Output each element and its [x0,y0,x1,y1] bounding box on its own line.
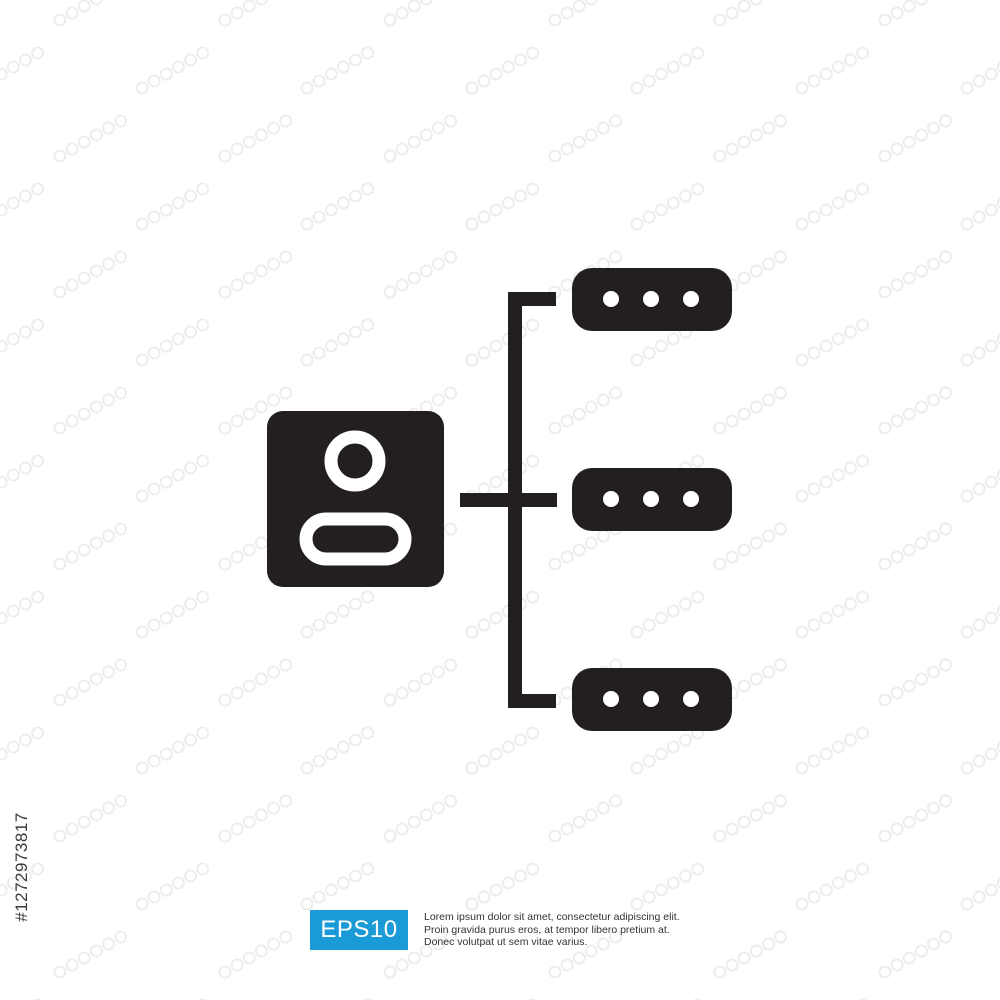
bracket-bottom-arm [508,694,556,708]
footer: EPS10 Lorem ipsum dolor sit amet, consec… [310,910,680,950]
dot-icon [603,291,619,307]
dot-icon [643,291,659,307]
footer-line: Lorem ipsum dolor sit amet, consectetur … [424,911,680,924]
connector-lines [460,292,557,708]
dot-icon [643,491,659,507]
dot-icon [603,491,619,507]
footer-line: Donec volutpat ut sem vitae varius. [424,936,588,949]
child-node-middle [572,468,732,531]
bracket-top-arm [508,292,556,306]
vertical-bracket [508,292,522,708]
footer-text: Lorem ipsum dolor sit amet, consectetur … [424,911,680,949]
eps10-badge: EPS10 [310,910,408,950]
user-profile-card-icon [267,411,444,587]
child-node-bottom [572,668,732,731]
stock-image-id: #1272973817 [12,812,31,922]
dot-icon [683,691,699,707]
dot-icon [643,691,659,707]
child-node-top [572,268,732,331]
dot-icon [683,291,699,307]
footer-line: Proin gravida purus eros, at tempor libe… [424,923,670,936]
dot-icon [603,691,619,707]
dot-icon [683,491,699,507]
